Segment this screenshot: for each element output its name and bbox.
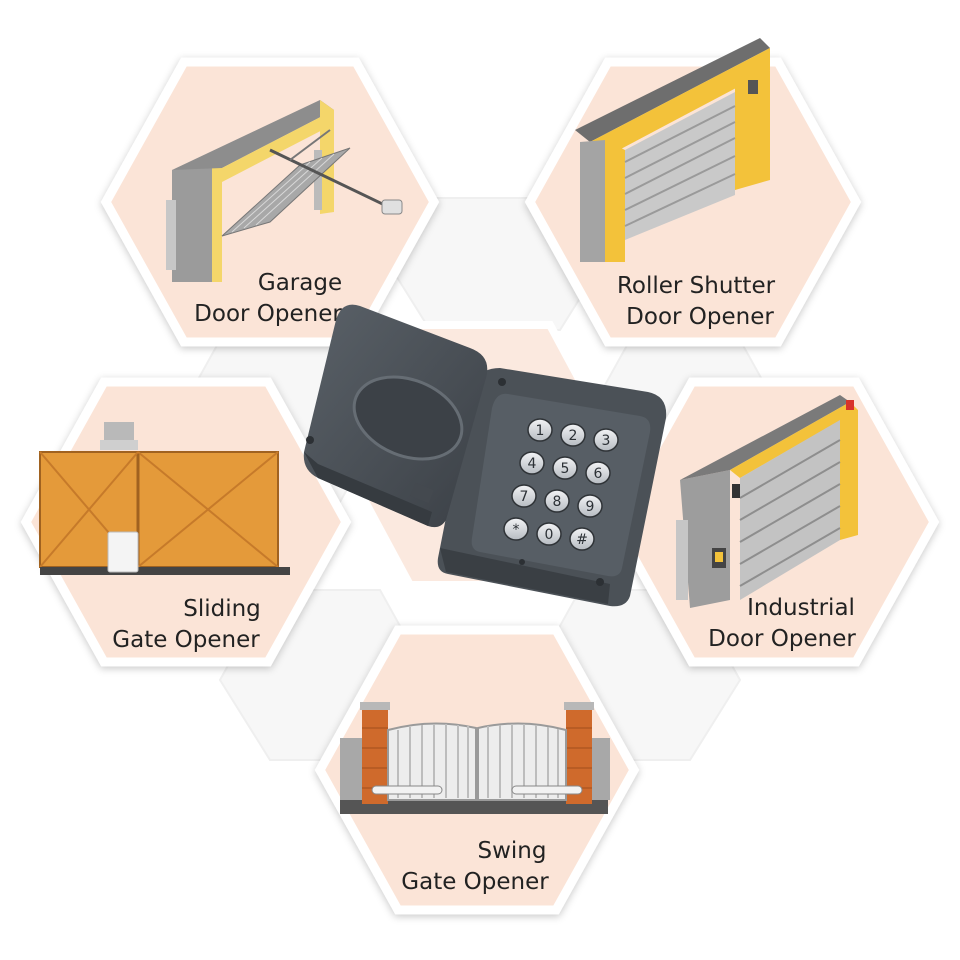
keypad-key-label: 1 (536, 423, 545, 439)
keypad-key-label: 4 (528, 456, 537, 472)
sliding-gate-illustration (39, 422, 290, 575)
keypad-key-label: * (513, 522, 520, 538)
garage-label-line2: Door Opener (194, 301, 342, 327)
keypad-key-0[interactable]: 0 (536, 522, 562, 546)
keypad-product: 1 2 3 4 5 6 7 8 9 * 0 # (303, 304, 667, 607)
garage-door-illustration (166, 100, 403, 282)
industrial-door-illustration (676, 395, 858, 608)
swing-gate-illustration (340, 702, 610, 814)
keypad-key-3[interactable]: 3 (593, 428, 619, 452)
garage-label-line1: Garage (258, 270, 342, 296)
keypad-key-label: 3 (602, 433, 611, 449)
keypad-key-5[interactable]: 5 (552, 456, 578, 480)
lid-recess (352, 375, 464, 461)
keypad-keys: 1 2 3 4 5 6 7 8 9 * 0 # (503, 418, 619, 551)
keypad-key-1[interactable]: 1 (527, 418, 553, 442)
keypad-key-label: 2 (569, 428, 578, 444)
industrial-label-line2: Door Opener (708, 626, 856, 652)
keypad-key-hash[interactable]: # (569, 527, 595, 551)
keypad-key-label: 0 (545, 527, 554, 543)
keypad-key-label: # (576, 532, 588, 548)
keypad-key-6[interactable]: 6 (585, 461, 611, 485)
keypad-key-label: 9 (586, 499, 595, 515)
roller-label-line2: Door Opener (626, 304, 774, 330)
swing-label-line2: Gate Opener (401, 869, 549, 895)
keypad-key-2[interactable]: 2 (560, 423, 586, 447)
roller-label-line1: Roller Shutter (617, 273, 776, 299)
industrial-label-line1: Industrial (747, 595, 855, 621)
swing-label-line1: Swing (478, 838, 547, 864)
sliding-label-line2: Gate Opener (112, 627, 260, 653)
keypad-key-label: 7 (520, 489, 529, 505)
keypad-key-label: 8 (553, 494, 562, 510)
sliding-label-line1: Sliding (183, 596, 261, 622)
keypad-key-4[interactable]: 4 (519, 451, 545, 475)
keypad-key-label: 6 (594, 466, 603, 482)
keypad-key-9[interactable]: 9 (577, 494, 603, 518)
keypad-key-8[interactable]: 8 (544, 489, 570, 513)
keypad-face (471, 393, 651, 577)
keypad-key-label: 5 (561, 461, 570, 477)
roller-shutter-illustration (575, 38, 770, 262)
keypad-key-7[interactable]: 7 (511, 484, 537, 508)
keypad-key-star[interactable]: * (503, 517, 529, 541)
